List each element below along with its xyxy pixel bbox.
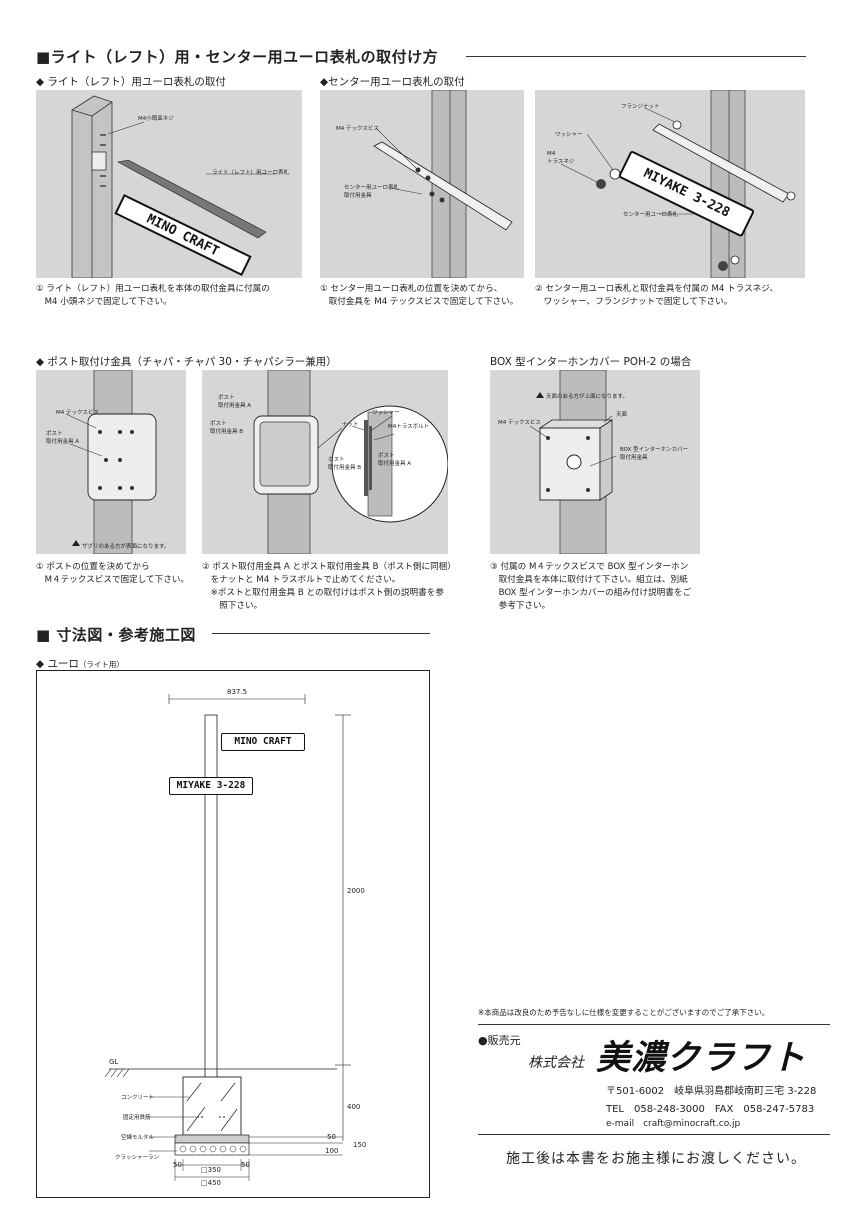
section-title-dimensions: ■ 寸法図・参考施工図: [36, 626, 196, 644]
label-right-left-sign: ライト（レフト）用ユーロ表札: [212, 170, 290, 176]
dim-50-bottom-left: 50: [173, 1161, 182, 1169]
company-tel-fax: TEL 058-248-3000 FAX 058-247-5783: [606, 1104, 815, 1115]
label-washer: ワッシャー: [555, 132, 583, 138]
warning-top-face: 天面のある方が上面になります。: [546, 394, 628, 400]
label-m4-tex-screw-box: M4 テックスビス: [498, 420, 541, 426]
caption-box-step3: ③ 付属の M４テックスビスで BOX 型インターホン 取付金具を本体に取付けて…: [490, 562, 692, 611]
label-top-face: 天面: [616, 412, 628, 418]
subheading-post-bracket: ◆ ポスト取付け金具（チャパ・チャパ 30・チャパシラー兼用）: [36, 356, 337, 368]
company-prefix: 株式会社: [528, 1055, 584, 1071]
figure-right-left-sign: MINO CRAFT M4小頭皿ネジ ライト（レフト）用ユーロ表札: [36, 90, 302, 278]
label-m4-flat-screw: M4小頭皿ネジ: [138, 116, 174, 122]
subheading-center-sign: ◆センター用ユーロ表札の取付: [320, 76, 465, 88]
label-concrete: コンクリート: [121, 1095, 155, 1101]
section-title-rule: [466, 56, 806, 57]
subheading-right-left-sign: ◆ ライト（レフト）用ユーロ表札の取付: [36, 76, 226, 88]
seller-label: ●販売元: [478, 1034, 521, 1047]
label-m4-tex-screw-post: M4 テックスビス: [56, 410, 99, 416]
warning-counterbore-face: ザグリのある方が表面になります。: [82, 544, 170, 550]
dim-450-label: □450: [201, 1179, 221, 1187]
label-post-bracket-a-top: ポスト 取付用金具 A: [218, 395, 252, 409]
subheading-euro-small: （ライト用）: [78, 660, 124, 669]
label-m4-truss-screw: M4 トラスネジ: [547, 151, 575, 165]
caption-step1-right-left: ① ライト（レフト）用ユーロ表札を本体の取付金具に付属の M4 小頭ネジで固定し…: [36, 284, 270, 307]
figure-box-intercom-drawing: [529, 370, 617, 554]
dim-width-label: 837.5: [227, 688, 248, 696]
company-address: 〒501-6002 岐阜県羽島郡岐南町三宅 3-228: [606, 1086, 817, 1097]
drawing-sign-mino-craft: MINO CRAFT: [221, 733, 305, 751]
label-nut-detail: ナット: [342, 422, 359, 428]
figure-center-sign-drawing: [560, 90, 796, 278]
label-post-bracket-a-detail: ポスト 取付用金具 A: [378, 453, 412, 467]
label-center-sign: センター用ユーロ表札: [623, 212, 679, 218]
dim-50-bottom-right: 50: [241, 1161, 250, 1169]
dim-50-label: 50: [327, 1133, 336, 1141]
closing-message: 施工後は本書をお施主様にお渡しください。: [506, 1151, 806, 1167]
dimension-drawing-frame: 837.5 2000 MINO CRAFT MIYAKE 3-228 GL 40…: [36, 670, 430, 1198]
caption-step1-center: ① センター用ユーロ表札の位置を決めてから、 取付金具を M4 テックスビスで固…: [320, 284, 519, 307]
gl-label: GL: [109, 1058, 119, 1066]
label-post-bracket-a: ポスト 取付用金具 A: [46, 431, 80, 445]
label-m4-truss-bolt: M4トラスボルト: [388, 424, 430, 430]
drawing-sign-miyake: MIYAKE 3-228: [169, 777, 253, 795]
label-m4-tex-screw: M4 テックスビス: [336, 126, 379, 132]
section-title-dimensions-rule: [212, 633, 430, 634]
section-title-installation: ■ライト（レフト）用・センター用ユーロ表札の取付け方: [36, 48, 439, 66]
figure-post-bracket-a: M4 テックスビス ポスト 取付用金具 A ザグリのある方が表面になります。: [36, 370, 186, 554]
label-box-intercom-bracket: BOX 型インターホンカバー 取付用金具: [620, 447, 689, 461]
figure-center-bracket-drawing: [373, 90, 513, 278]
caption-post-step1: ① ポストの位置を決めてから M４テックスビスで固定して下さい。: [36, 562, 189, 585]
subheading-euro-main: ◆ ユーロ: [36, 658, 79, 670]
subheading-euro: ◆ ユーロ（ライト用）: [36, 656, 124, 671]
label-washer-detail: ワッシャー: [372, 410, 400, 416]
label-crusher-run: クラッシャーラン: [115, 1155, 160, 1161]
label-flange-nut: フランジナット: [621, 104, 660, 110]
label-mortar: 空練モルタル: [121, 1135, 155, 1141]
caption-step2-center: ② センター用ユーロ表札と取付金具を付属の M4 トラスネジ、 ワッシャー、フラ…: [535, 284, 779, 307]
figure-center-sign: MIYAKE 3-228 フランジナット ワッシャー M4 トラスネジ センター…: [535, 90, 805, 278]
figure-center-bracket: M4 テックスビス センター用ユーロ表札 取付用金具: [320, 90, 524, 278]
label-rebar: 固定用鉄筋: [123, 1115, 151, 1121]
subheading-box-intercom: BOX 型インターホンカバー POH-2 の場合: [490, 356, 692, 368]
dim-350-label: □350: [201, 1166, 221, 1174]
figure-post-bracket-ab: ポスト 取付用金具 A ポスト 取付用金具 B ワッシャー ナット M4トラスボ…: [202, 370, 448, 554]
figure-right-left-sign-drawing: [71, 95, 276, 278]
company-email: e-mail craft@minocraft.co.jp: [606, 1119, 741, 1129]
figure-post-bracket-ab-drawing: [253, 370, 448, 554]
dim-100-label: 100: [325, 1147, 339, 1155]
dim-height-label: 2000: [347, 887, 365, 895]
figure-post-bracket-a-drawing: [65, 370, 157, 554]
dim-400-label: 400: [347, 1103, 361, 1111]
caption-post-step2: ② ポスト取付用金具 A とポスト取付用金具 B（ポスト側に同梱） をナットと …: [202, 562, 456, 611]
dimension-drawing: [104, 694, 351, 1181]
label-post-bracket-b-detail: ポスト 取付用金具 B: [328, 457, 362, 471]
dim-150-label: 150: [353, 1141, 367, 1149]
company-logo-name: 美濃クラフト: [596, 1038, 806, 1078]
footer-top-rule: [478, 1024, 830, 1025]
figure-box-intercom-bracket: 天面のある方が上面になります。 M4 テックスビス 天面 BOX 型インターホン…: [490, 370, 700, 554]
label-center-bracket: センター用ユーロ表札 取付用金具: [344, 185, 400, 199]
spec-change-notice: ※本商品は改良のため予告なしに仕様を変更することがございますのでご了承下さい。: [478, 1008, 770, 1017]
label-post-bracket-b: ポスト 取付用金具 B: [210, 421, 244, 435]
footer-bottom-rule: [478, 1134, 830, 1135]
